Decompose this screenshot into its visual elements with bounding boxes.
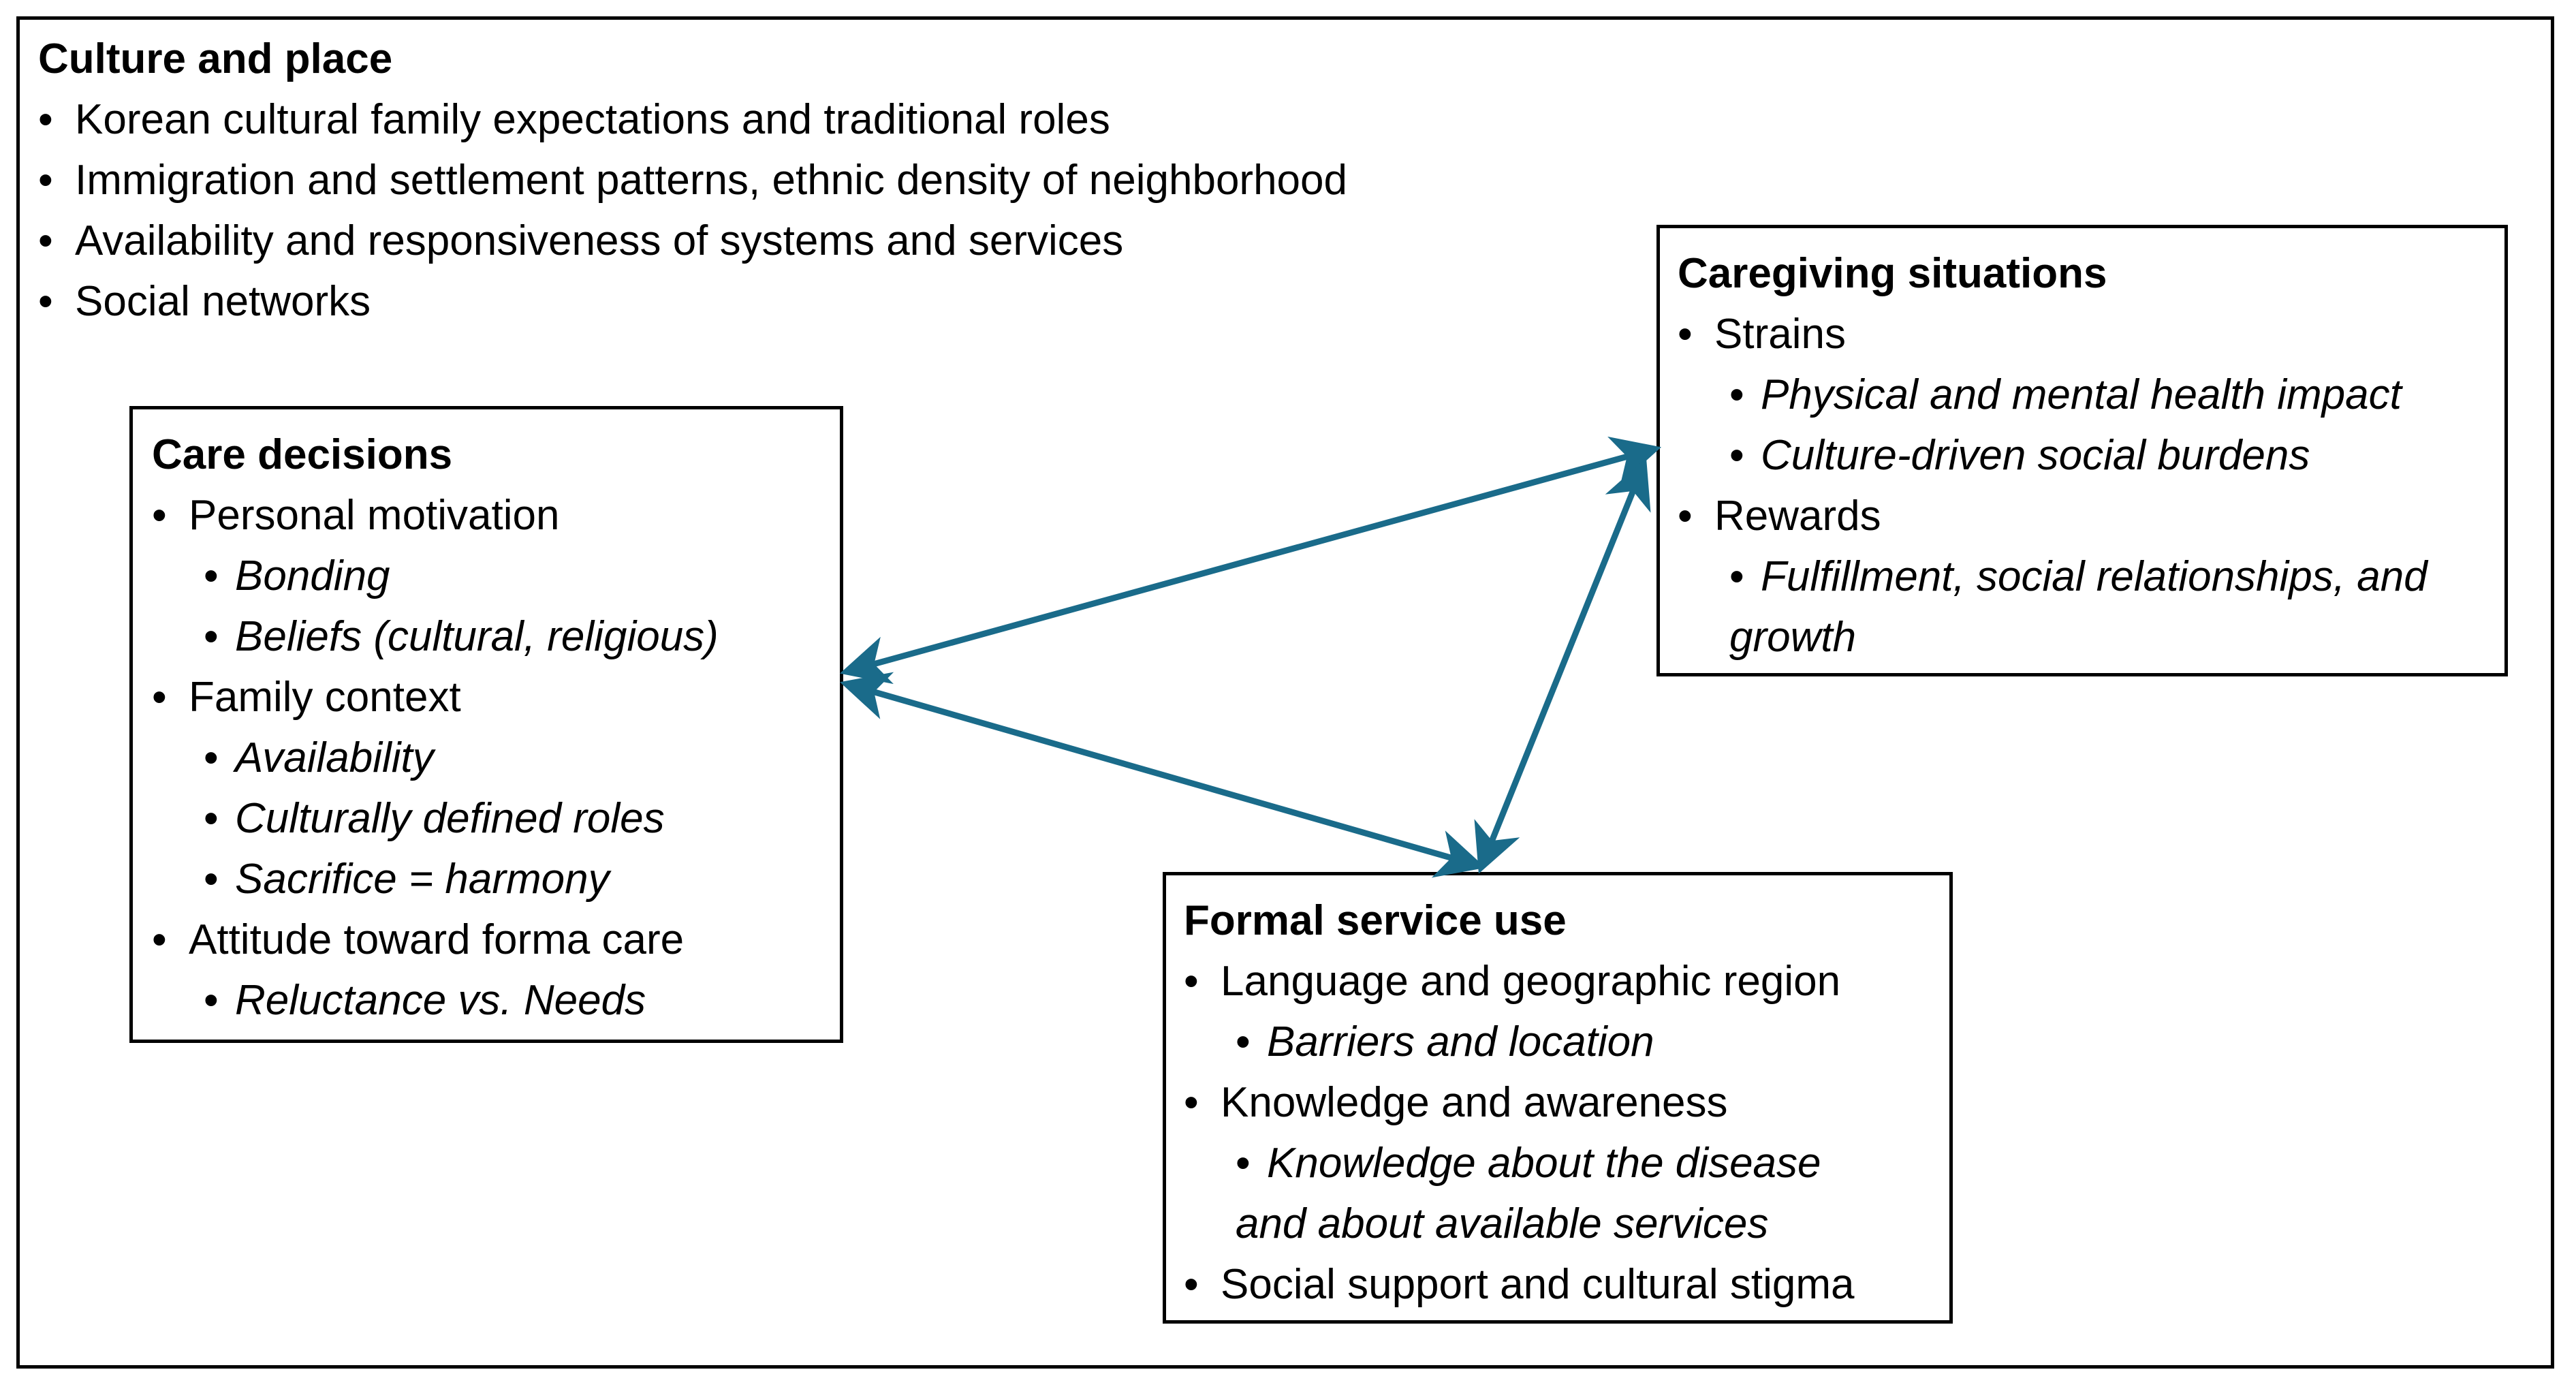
list-item: • Strains [1678, 304, 2504, 364]
sub-list-item: • Culture-driven social burdens [1678, 425, 2504, 486]
bullet-icon: • [1729, 432, 1744, 479]
list-item: • Language and geographic region [1184, 951, 1949, 1012]
sub-list-item: • Reluctance vs. Needs [152, 970, 840, 1031]
caregiving-situations-box: Caregiving situations • Strains • Physical… [1656, 225, 2508, 676]
bullet-icon: • [204, 613, 219, 660]
sub-list-item: • Availability [152, 728, 840, 788]
list-item-text: Culturally defined roles [235, 795, 665, 842]
list-item-text: Attitude toward forma care [189, 916, 685, 963]
list-item: • Social networks [38, 271, 1605, 332]
bullet-icon: • [1236, 1140, 1251, 1187]
list-item-text: Strains [1714, 311, 1846, 358]
list-item-text: Fulfillment, social relationships, and g… [1729, 553, 2428, 661]
bullet-icon: • [1184, 958, 1199, 1005]
list-item-text: Knowledge and awareness [1221, 1079, 1728, 1126]
formal-service-use-box: Formal service use • Language and geograp… [1163, 872, 1953, 1324]
list-item-text: Rewards [1714, 493, 1881, 540]
list-item-text: Physical and mental health impact [1761, 371, 2402, 418]
list-item-text: Knowledge about the disease and about av… [1236, 1140, 1821, 1247]
sub-list-item: •Knowledge about the disease and about a… [1184, 1133, 1889, 1254]
list-item: • Social support and cultural stigma [1184, 1254, 1949, 1315]
sub-list-item: • Bonding [152, 546, 840, 606]
bullet-icon: • [204, 734, 219, 781]
bullet-icon: • [152, 916, 167, 963]
list-item: • Personal motivation [152, 485, 840, 546]
list-item-text: Immigration and settlement patterns, eth… [75, 157, 1347, 204]
bullet-icon: • [204, 977, 219, 1024]
bullet-icon: • [152, 492, 167, 539]
list-item-text: Language and geographic region [1221, 958, 1841, 1005]
list-item: • Rewards [1678, 486, 2504, 546]
list-item-text: Social networks [75, 278, 371, 325]
list-item-text: Beliefs (cultural, religious) [235, 613, 719, 660]
caregiving-situations-title: Caregiving situations [1678, 250, 2107, 297]
list-item: • Availability and responsiveness of syst… [38, 210, 1605, 271]
list-item: • Family context [152, 667, 840, 728]
list-item-text: Bonding [235, 552, 390, 599]
list-item-text: Availability [235, 734, 434, 781]
list-item-text: Sacrifice = harmony [235, 856, 610, 903]
sub-list-item: •Fulfillment, social relationships, and … [1678, 546, 2438, 668]
bullet-icon: • [1184, 1079, 1199, 1126]
list-item: • Attitude toward forma care [152, 909, 840, 970]
bullet-icon: • [38, 217, 53, 264]
bullet-icon: • [1236, 1018, 1251, 1065]
list-item-text: Family context [189, 674, 461, 721]
sub-list-item: • Culturally defined roles [152, 788, 840, 849]
arrow-care-to-formal [840, 672, 1486, 878]
bullet-icon: • [1678, 311, 1693, 358]
sub-list-item: • Physical and mental health impact [1678, 364, 2504, 425]
bullet-icon: • [204, 856, 219, 903]
list-item-text: Social support and cultural stigma [1221, 1261, 1855, 1308]
list-item: • Immigration and settlement patterns, et… [38, 150, 1605, 210]
list-item-text: Barriers and location [1267, 1018, 1654, 1065]
care-decisions-title: Care decisions [152, 431, 453, 478]
culture-and-place-title: Culture and place [38, 35, 393, 82]
formal-service-use-title: Formal service use [1184, 897, 1567, 944]
bullet-icon: • [1678, 493, 1693, 540]
bullet-icon: • [152, 674, 167, 721]
list-item: • Korean cultural family expectations and… [38, 89, 1605, 150]
bullet-icon: • [1729, 553, 1744, 600]
care-decisions-box: Care decisions • Personal motivation • Bon… [129, 406, 843, 1043]
bullet-icon: • [38, 278, 53, 325]
bullet-icon: • [204, 795, 219, 842]
sub-list-item: • Barriers and location [1184, 1012, 1949, 1072]
list-item-text: Availability and responsiveness of syste… [75, 217, 1124, 264]
list-item-text: Korean cultural family expectations and … [75, 96, 1110, 143]
sub-list-item: • Sacrifice = harmony [152, 849, 840, 909]
arrow-care-to-caregiving [839, 436, 1662, 685]
arrow-caregiving-to-formal [1474, 458, 1651, 874]
culture-and-place-section: Culture and place • Korean cultural famil… [38, 29, 1605, 332]
bullet-icon: • [204, 552, 219, 599]
list-item-text: Personal motivation [189, 492, 560, 539]
bullet-icon: • [38, 157, 53, 204]
list-item-text: Reluctance vs. Needs [235, 977, 646, 1024]
bullet-icon: • [1729, 371, 1744, 418]
bullet-icon: • [1184, 1261, 1199, 1308]
bullet-icon: • [38, 96, 53, 143]
list-item-text: Culture-driven social burdens [1761, 432, 2310, 479]
list-item: • Knowledge and awareness [1184, 1072, 1949, 1133]
sub-list-item: • Beliefs (cultural, religious) [152, 606, 840, 667]
